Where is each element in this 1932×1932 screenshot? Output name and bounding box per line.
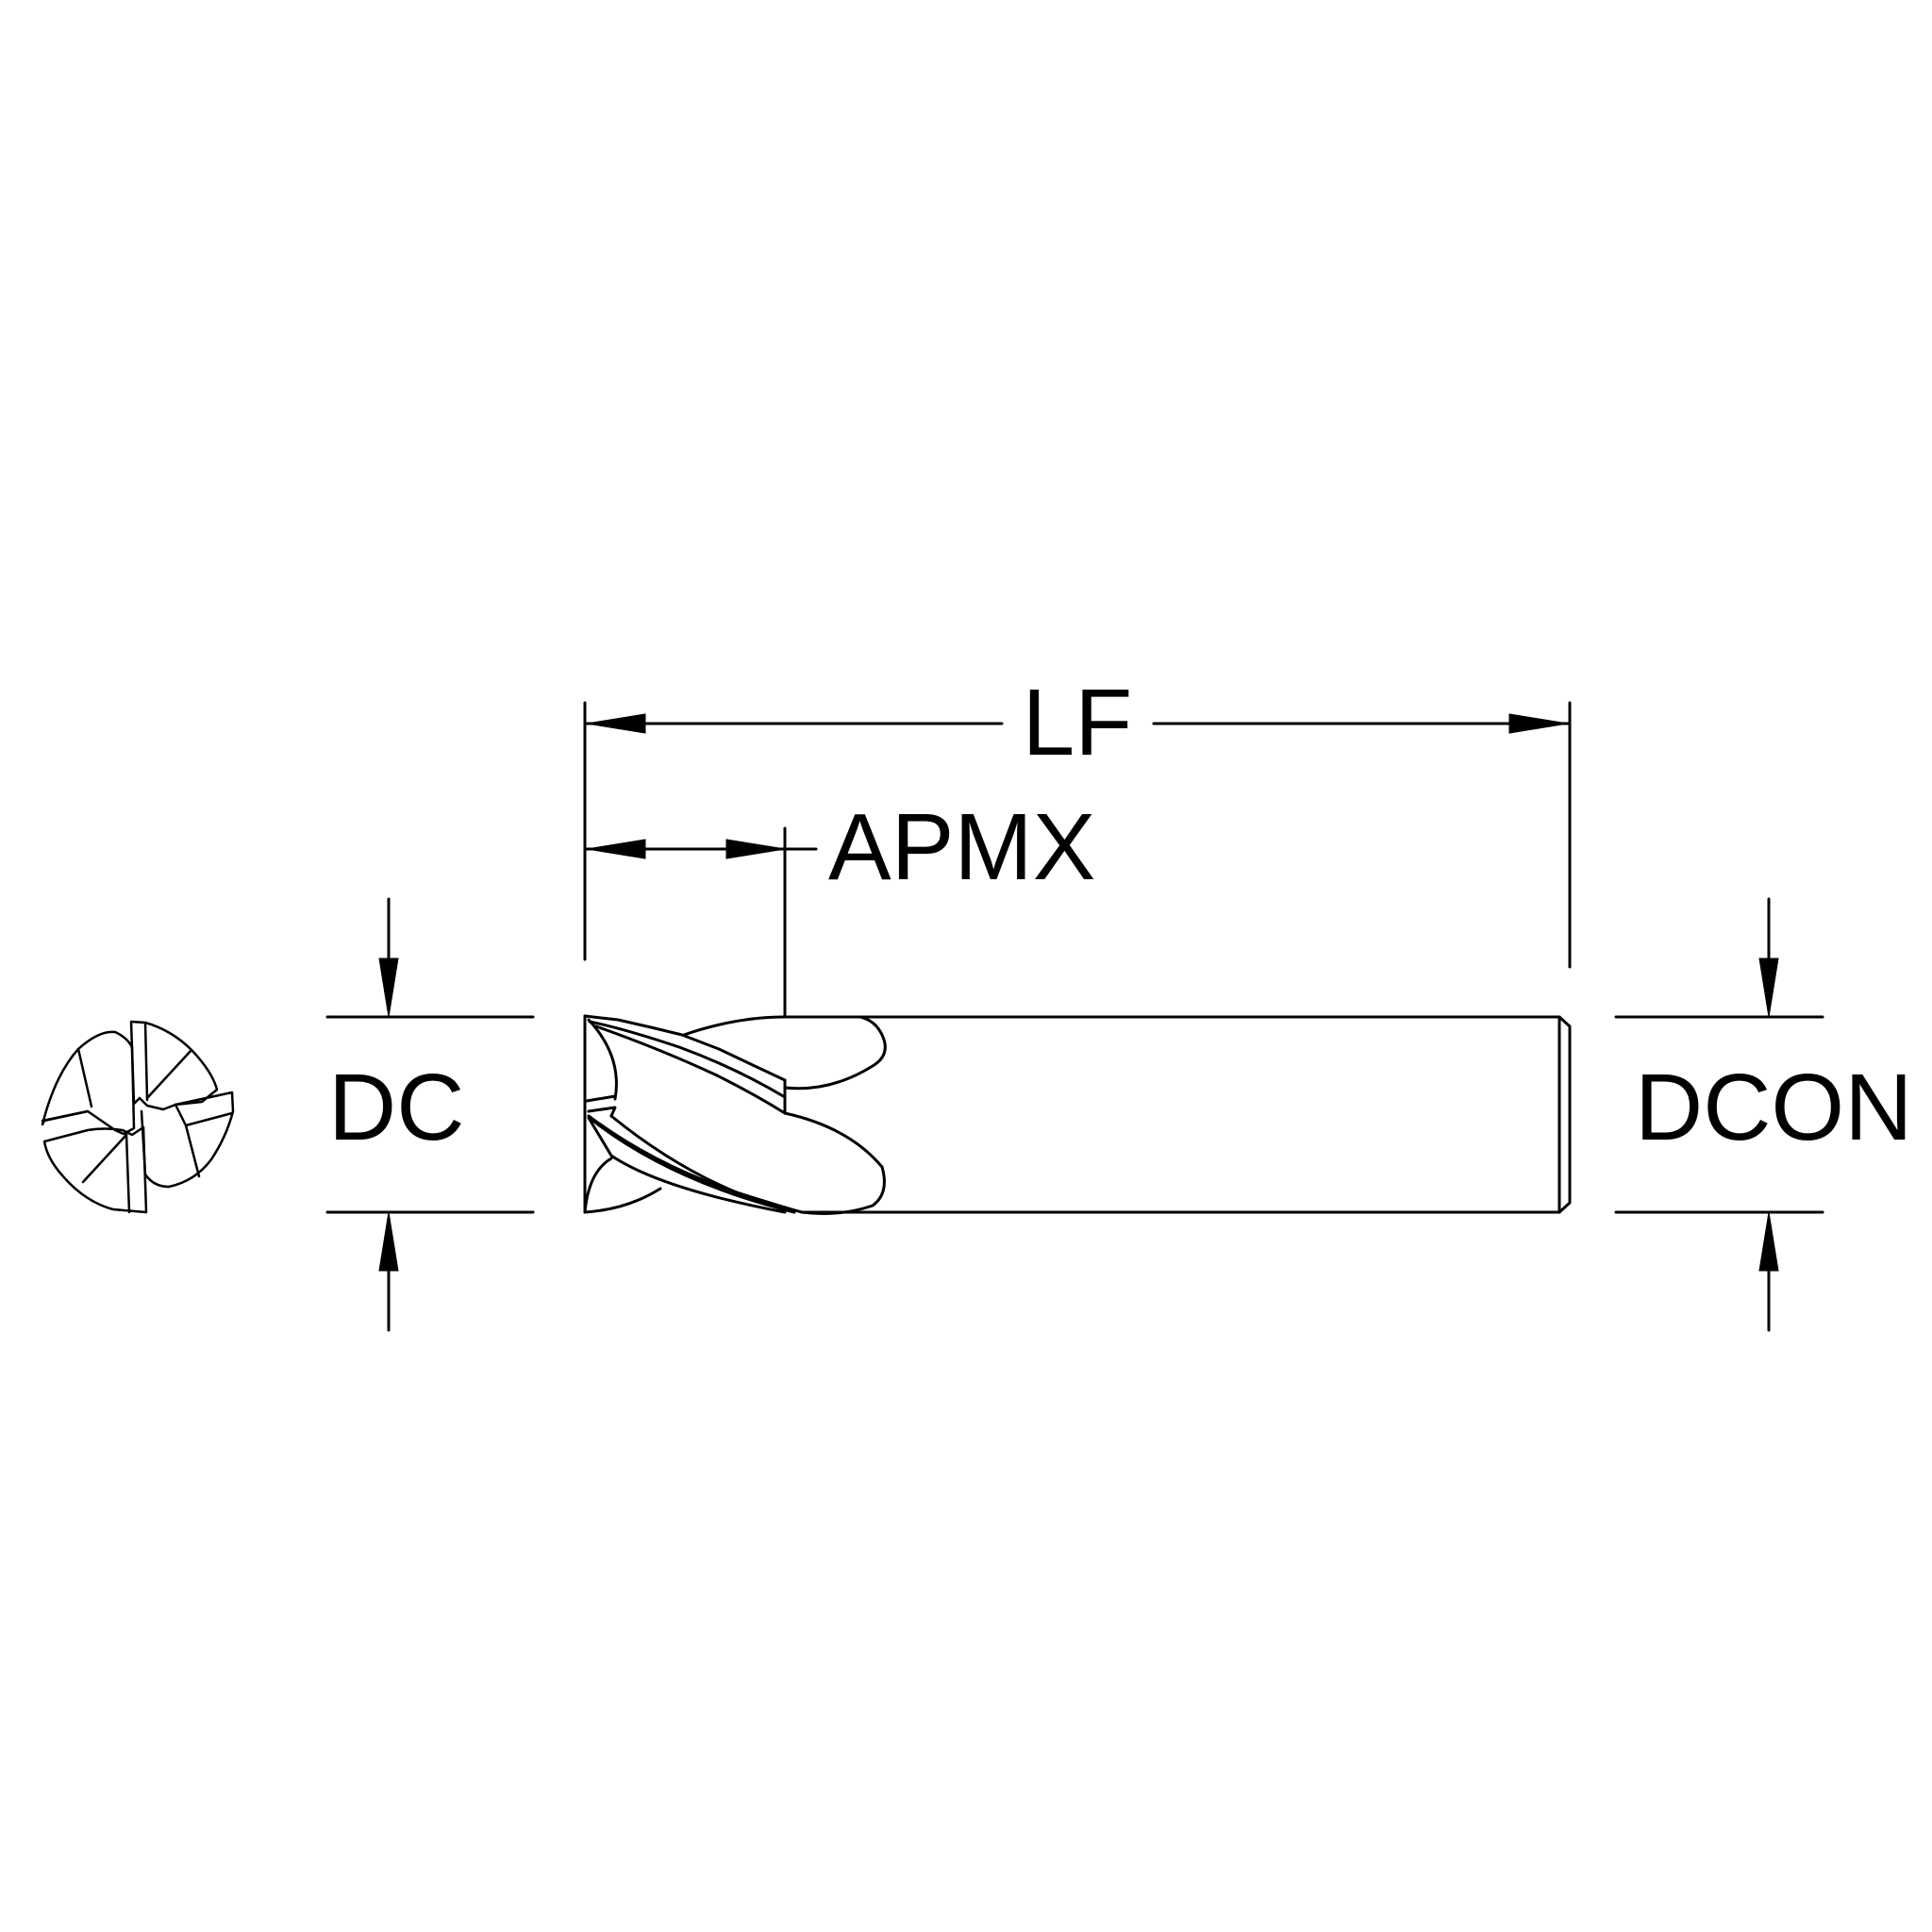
- dc-dimension: DC: [325, 897, 535, 1332]
- dcon-arrow-bottom: [1758, 1211, 1779, 1272]
- lf-dimension: LF: [583, 670, 1572, 969]
- lf-label: LF: [1023, 670, 1133, 775]
- end-mill-side-view: [583, 1014, 1572, 1215]
- dcon-arrow-top: [1758, 958, 1779, 1018]
- dcon-dimension: DCON: [1614, 897, 1912, 1332]
- end-view-cross-section: [41, 1020, 235, 1214]
- apmx-dimension: APMX: [585, 794, 1095, 1019]
- dc-arrow-top: [378, 958, 399, 1018]
- apmx-arrow-right: [725, 839, 786, 859]
- lf-arrow-right: [1508, 713, 1569, 734]
- dc-arrow-bottom: [378, 1211, 399, 1272]
- apmx-arrow-left: [586, 839, 646, 859]
- shank-chamfer-end: [1557, 1015, 1572, 1214]
- apmx-label: APMX: [828, 794, 1095, 900]
- dcon-label: DCON: [1635, 1055, 1912, 1160]
- lf-arrow-left: [586, 713, 646, 734]
- dc-label: DC: [328, 1055, 464, 1160]
